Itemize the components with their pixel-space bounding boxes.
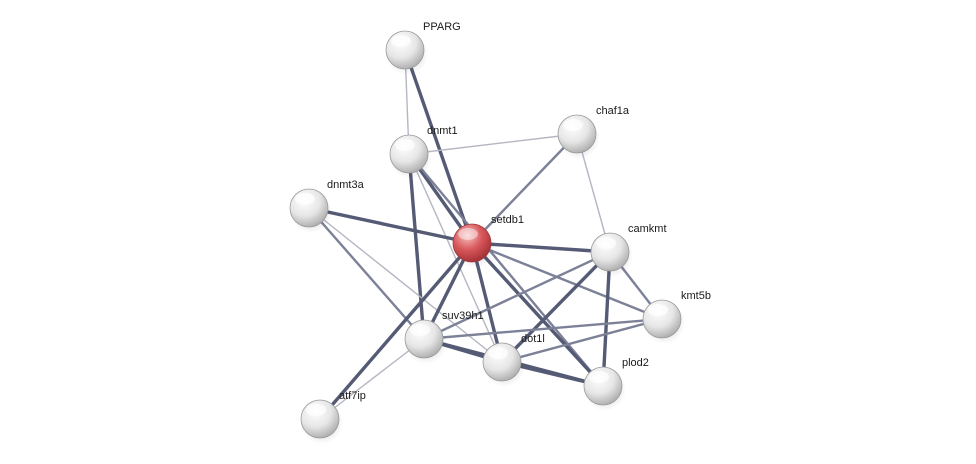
nodes-layer: PPARG dnmt1 chaf1a dnmt3a setdb1 camkmt kmt5b s…	[289, 21, 711, 444]
node-dnmt1[interactable]: dnmt1	[389, 125, 458, 179]
edge-dnmt1-dot1l[interactable]	[408, 153, 503, 363]
node-atf7ip[interactable]: atf7ip	[300, 390, 366, 444]
node-highlight	[295, 193, 315, 205]
node-label-dnmt1: dnmt1	[427, 125, 458, 137]
node-highlight	[596, 237, 616, 249]
node-dot1l[interactable]: dot1l	[482, 333, 545, 387]
edge-camkmt-dot1l[interactable]	[500, 250, 612, 364]
edge-dnmt1-chaf1a[interactable]	[408, 133, 578, 155]
edge-setdb1-atf7ip[interactable]	[318, 241, 474, 421]
edge-dnmt3a-setdb1[interactable]	[307, 206, 474, 245]
node-highlight	[563, 119, 583, 131]
node-highlight	[488, 347, 508, 359]
edge-setdb1-camkmt[interactable]	[470, 241, 612, 254]
node-highlight	[648, 304, 668, 316]
node-chaf1a[interactable]: chaf1a	[557, 105, 630, 159]
edge-setdb1-kmt5b[interactable]	[470, 241, 664, 321]
node-kmt5b[interactable]: kmt5b	[642, 290, 711, 344]
query-node-sphere[interactable]	[452, 223, 492, 263]
edge-chaf1a-setdb1[interactable]	[470, 132, 579, 245]
edge-pparg-setdb1[interactable]	[403, 48, 474, 245]
node-pparg[interactable]: PPARG	[385, 21, 461, 75]
edges-layer	[307, 48, 664, 421]
node-label-suv39h1: suv39h1	[442, 310, 484, 322]
edge-dnmt1-plod2[interactable]	[407, 152, 605, 388]
edge-setdb1-plod2[interactable]	[470, 241, 605, 388]
node-suv39h1[interactable]: suv39h1	[404, 310, 484, 364]
node-highlight	[589, 371, 609, 383]
edge-dnmt3a-suv39h1[interactable]	[307, 206, 426, 341]
node-plod2[interactable]: plod2	[583, 357, 649, 411]
node-label-setdb1: setdb1	[491, 214, 524, 226]
edge-dnmt1-suv39h1[interactable]	[407, 152, 426, 341]
node-label-dnmt3a: dnmt3a	[327, 179, 365, 191]
node-highlight	[306, 404, 326, 416]
node-camkmt[interactable]: camkmt	[590, 223, 667, 277]
node-label-camkmt: camkmt	[628, 223, 667, 235]
edge-kmt5b-dot1l[interactable]	[500, 317, 664, 364]
node-label-atf7ip: atf7ip	[339, 390, 366, 402]
node-label-plod2: plod2	[622, 357, 649, 369]
node-label-chaf1a: chaf1a	[596, 105, 630, 117]
node-label-kmt5b: kmt5b	[681, 290, 711, 302]
node-highlight	[391, 35, 411, 47]
edge-suv39h1-atf7ip[interactable]	[319, 338, 425, 420]
node-label-dot1l: dot1l	[521, 333, 545, 345]
node-highlight	[410, 324, 430, 336]
node-highlight	[395, 139, 415, 151]
edge-camkmt-suv39h1[interactable]	[422, 250, 612, 341]
node-label-pparg: PPARG	[423, 21, 461, 33]
node-highlight	[458, 228, 478, 240]
node-dnmt3a[interactable]: dnmt3a	[289, 179, 365, 233]
node-setdb1[interactable]: setdb1	[452, 214, 524, 268]
edge-kmt5b-suv39h1[interactable]	[422, 317, 664, 341]
